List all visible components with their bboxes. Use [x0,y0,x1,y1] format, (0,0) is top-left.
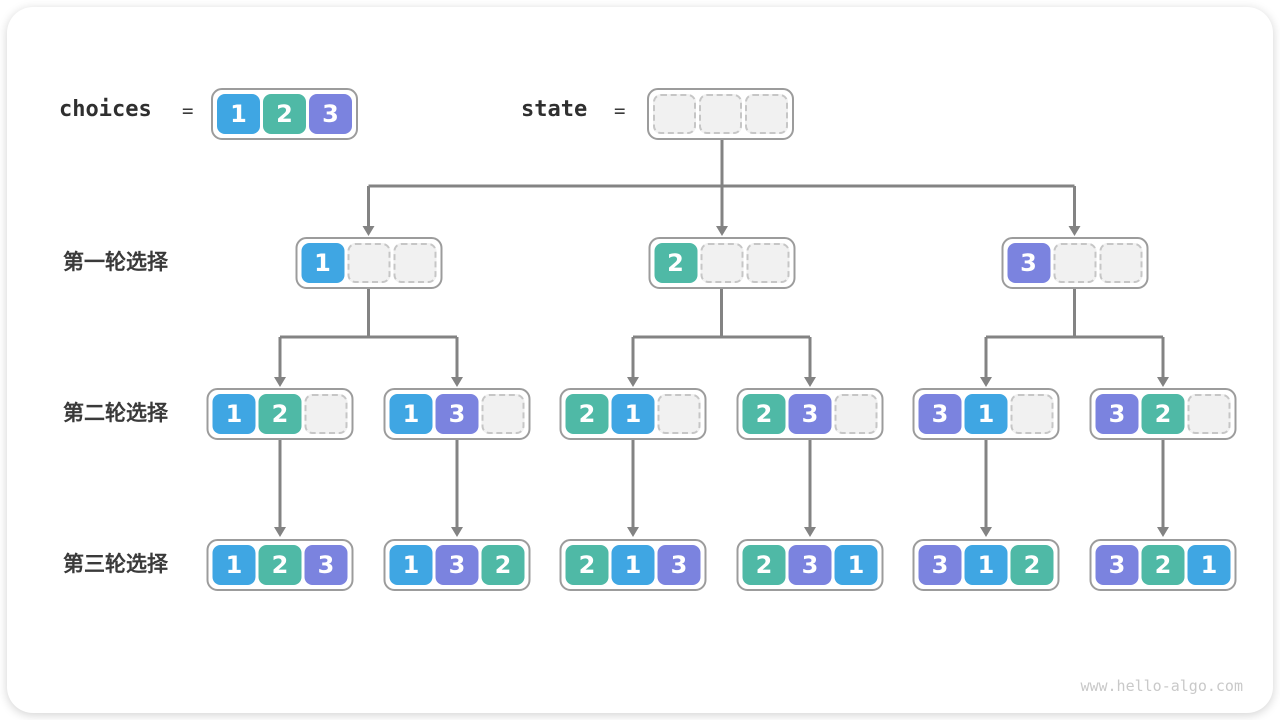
state-node-round-1-3: 3 [1001,237,1148,289]
value-cell-2: 2 [742,394,786,434]
value-cell-3: 3 [1095,394,1139,434]
state-array [647,88,794,140]
value-cell-3: 3 [435,545,479,585]
value-cell-1: 1 [217,94,260,134]
empty-slot [699,94,742,134]
value-cell-1: 1 [834,545,878,585]
value-cell-3: 3 [309,94,352,134]
value-cell-2: 2 [742,545,786,585]
empty-slot [700,243,743,283]
value-cell-3: 3 [788,545,832,585]
row-label-round-3: 第三轮选择 [63,553,168,576]
value-cell-2: 2 [1141,394,1185,434]
value-cell-1: 1 [1187,545,1231,585]
value-cell-1: 1 [389,545,433,585]
value-cell-2: 2 [481,545,525,585]
empty-slot [834,394,878,434]
state-equals-sign: = [614,100,626,122]
empty-slot [746,243,789,283]
empty-slot [1187,394,1231,434]
value-cell-3: 3 [435,394,479,434]
row-label-round-2: 第二轮选择 [63,402,168,425]
empty-slot [657,394,701,434]
value-cell-2: 2 [263,94,306,134]
value-cell-1: 1 [611,394,655,434]
empty-slot [1053,243,1096,283]
empty-slot [481,394,525,434]
state-node-round-1-2: 2 [648,237,795,289]
empty-slot [1010,394,1054,434]
value-cell-1: 1 [964,545,1008,585]
state-label: state [521,97,588,122]
value-cell-2: 2 [258,394,302,434]
value-cell-2: 2 [1141,545,1185,585]
value-cell-2: 2 [565,545,609,585]
empty-slot [347,243,390,283]
value-cell-1: 1 [389,394,433,434]
row-label-round-1: 第一轮选择 [63,251,168,274]
value-cell-1: 1 [611,545,655,585]
empty-slot [1099,243,1142,283]
empty-slot [393,243,436,283]
value-cell-2: 2 [654,243,697,283]
value-cell-2: 2 [1010,545,1054,585]
value-cell-3: 3 [918,545,962,585]
value-cell-3: 3 [1095,545,1139,585]
empty-slot [653,94,696,134]
value-cell-3: 3 [1007,243,1050,283]
value-cell-3: 3 [657,545,701,585]
choices-label: choices [59,97,152,122]
value-cell-3: 3 [918,394,962,434]
watermark: www.hello-algo.com [1080,677,1243,695]
empty-slot [745,94,788,134]
value-cell-3: 3 [788,394,832,434]
value-cell-2: 2 [258,545,302,585]
value-cell-1: 1 [212,394,256,434]
choices-equals-sign: = [182,100,194,122]
value-cell-1: 1 [964,394,1008,434]
value-cell-1: 1 [301,243,344,283]
value-cell-1: 1 [212,545,256,585]
empty-slot [304,394,348,434]
value-cell-3: 3 [304,545,348,585]
state-node-round-1-1: 1 [295,237,442,289]
value-cell-2: 2 [565,394,609,434]
